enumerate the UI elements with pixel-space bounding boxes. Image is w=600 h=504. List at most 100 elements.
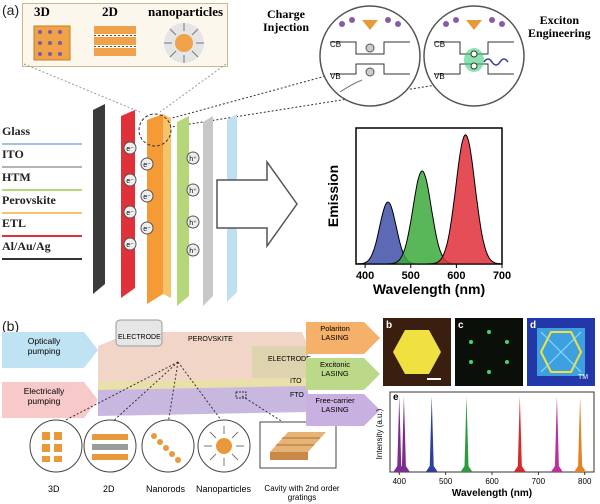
lasing-insets	[383, 318, 595, 386]
svg-text:h⁺: h⁺	[189, 220, 197, 227]
spectrum-ylabel: Intensity (a.u.)	[375, 408, 384, 459]
electrode-side-label: ELECTRODE	[268, 356, 311, 363]
svg-text:e⁻: e⁻	[126, 146, 134, 153]
pumping-arrows	[2, 332, 98, 418]
spectrum-peak-6	[574, 396, 587, 472]
bottom-2d-icon	[83, 419, 137, 473]
legend-htm: HTM	[2, 168, 82, 191]
legend-ito: ITO	[2, 145, 82, 168]
electron-marker: e⁻	[123, 141, 137, 155]
spectrum-peak-5	[550, 396, 563, 472]
material-structures	[33, 23, 204, 63]
ito-label: ITO	[290, 378, 302, 385]
title-2d: 2D	[102, 4, 118, 19]
svg-text:e⁻: e⁻	[126, 242, 134, 249]
electron-marker: e⁻	[140, 189, 154, 203]
band-diagram-circles	[319, 5, 525, 107]
layer-legend: Glass ITO HTM Perovskite ETL Al/Au/Ag	[2, 122, 82, 260]
inset-d-tm-label: TM	[578, 374, 589, 381]
emission-xtick-label: 700	[493, 270, 511, 282]
inset-c-far-field	[455, 318, 523, 386]
optically-pumping-label: Optically pumping	[27, 336, 61, 356]
inset-b-hexagon	[383, 318, 451, 386]
electron-marker: e⁻	[140, 157, 154, 171]
panel-a-label: (a)	[2, 2, 20, 18]
legend-etl: ETL	[2, 214, 82, 237]
free-carrier-lasing-label: Free-carrier LASING	[315, 396, 355, 414]
emission-xlabel: Wavelength (nm)	[373, 281, 485, 297]
polariton-lasing-label: Polariton LASING	[320, 324, 350, 342]
svg-text:e⁻: e⁻	[126, 210, 134, 217]
electron-marker: e⁻	[140, 221, 154, 235]
legend-glass: Glass	[2, 122, 82, 145]
title-3d: 3D	[34, 4, 50, 19]
inset-d-momentum-map	[527, 318, 595, 386]
perovskite-device-block	[98, 319, 308, 416]
svg-text:e⁻: e⁻	[143, 162, 151, 169]
bottom-nanoparticles-icon	[197, 419, 251, 473]
nanostructure-pointers	[57, 361, 287, 425]
3d-lattice-icon	[33, 25, 71, 61]
legend-metal: Al/Au/Ag	[2, 237, 82, 260]
title-nanoparticles: nanoparticles	[148, 4, 224, 19]
2d-layered-icon	[94, 26, 136, 56]
excitonic-lasing-label: Excitonic LASING	[319, 360, 350, 378]
bottom-3d-icon	[29, 419, 83, 473]
legend-perovskite: Perovskite	[2, 191, 82, 214]
inset-d-tag: d	[530, 320, 537, 331]
lasing-arrows	[306, 322, 380, 426]
nanoparticle-icon	[164, 23, 204, 63]
exciton-engineering-label: Exciton Engineering	[528, 13, 591, 41]
spectrum-peak-3	[460, 396, 473, 472]
svg-text:h⁺: h⁺	[189, 156, 197, 163]
spectrum-frame	[389, 391, 595, 473]
hole-marker: h⁺	[186, 183, 200, 197]
emission-xtick-label: 400	[356, 270, 374, 282]
bottom-label-nanorods: Nanorods	[146, 484, 186, 494]
spectrum-xlabel: Wavelength (nm)	[452, 488, 532, 499]
emission-xtick-label: 500	[402, 270, 420, 282]
inset-c-tag: c	[458, 320, 464, 331]
nanostructure-icons	[29, 419, 337, 473]
vb-label-right: VB	[434, 72, 445, 81]
spectrum-xtick-label: 700	[532, 477, 546, 486]
electron-marker: e⁻	[123, 205, 137, 219]
bottom-label-nanoparticles: Nanoparticles	[196, 484, 252, 494]
panel-b-label: (b)	[2, 318, 20, 334]
svg-text:h⁺: h⁺	[189, 248, 197, 255]
spectrum-xtick-label: 600	[485, 477, 499, 486]
emission-xtick-label: 600	[447, 270, 465, 282]
svg-text:e⁻: e⁻	[143, 226, 151, 233]
svg-text:e⁻: e⁻	[126, 178, 134, 185]
electron-marker: e⁻	[123, 237, 137, 251]
spectrum-peak-1	[397, 396, 410, 472]
cb-label-right: CB	[434, 40, 446, 49]
device-layer-stack	[93, 104, 298, 306]
electron-marker: e⁻	[123, 173, 137, 187]
electrically-pumping-label: Electrically pumping	[23, 386, 65, 406]
bottom-label-2d: 2D	[103, 484, 115, 494]
emission-peak-2	[356, 134, 503, 265]
spectrum-peak-4	[513, 396, 526, 472]
exciton-engineering-band-circle	[423, 5, 525, 107]
spectrum-peak-2	[425, 396, 438, 472]
spectrum-xtick-label: 500	[439, 477, 453, 486]
hole-marker: h⁺	[186, 215, 200, 229]
carrier-markers: e⁻ e⁻ e⁻ e⁻ e⁻ e⁻ e⁻ h⁺ h⁺ h⁺ h⁺	[123, 141, 200, 257]
cb-label-left: CB	[330, 40, 342, 49]
fto-label: FTO	[290, 392, 304, 399]
hole-marker: h⁺	[186, 243, 200, 257]
vb-label-left: VB	[330, 72, 341, 81]
perovskite-label: PEROVSKITE	[188, 336, 233, 343]
bottom-nanorods-icon	[141, 419, 195, 473]
spectrum-peak-0	[393, 396, 406, 472]
inset-b-tag: b	[386, 320, 393, 331]
bottom-label-3d: 3D	[48, 484, 60, 494]
hole-marker: h⁺	[186, 151, 200, 165]
inset-e-tag: e	[393, 392, 399, 403]
spectrum-xtick-label: 800	[578, 477, 592, 486]
bottom-label-cavity: Cavity with 2nd order gratings	[264, 484, 340, 502]
electrode-top-label: ELECTRODE	[118, 334, 161, 341]
